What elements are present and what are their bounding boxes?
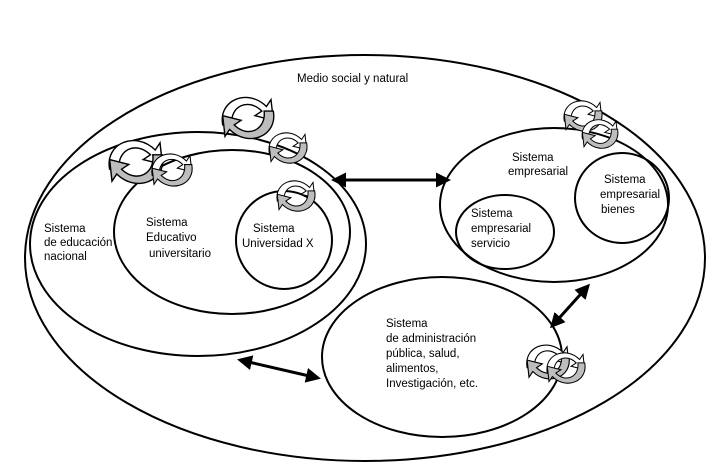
business-system-label: Sistema empresarial [508, 152, 568, 178]
goods-business-circle [574, 152, 670, 244]
cycle-arrows-icon [151, 153, 193, 187]
outer-environment-label: Medio social y natural [297, 73, 408, 85]
cycle-arrows-icon [276, 180, 316, 212]
university-system-ellipse [113, 149, 351, 315]
cycle-arrows-icon [221, 96, 275, 140]
cycle-arrows-icon [563, 100, 603, 132]
national-education-label: Sistema de educación nacional [44, 223, 116, 263]
service-business-ellipse [455, 194, 555, 270]
public-admin-label: Sistema de administración pública, salud… [386, 318, 479, 390]
goods-business-label: Sistema empresarial bienes [600, 174, 663, 216]
university-x-label: Sistema Universidad X [242, 223, 314, 250]
outer-environment-ellipse [24, 54, 706, 462]
business-public-admin-double-arrow-icon [549, 283, 591, 329]
education-public-admin-double-arrow-icon [237, 355, 321, 383]
university-system-label: Sistema Educativo universitario [146, 217, 211, 260]
cycle-arrows-icon [268, 132, 308, 164]
service-business-label: Sistema empresarial servicio [471, 208, 534, 250]
national-education-ellipse [29, 131, 367, 357]
